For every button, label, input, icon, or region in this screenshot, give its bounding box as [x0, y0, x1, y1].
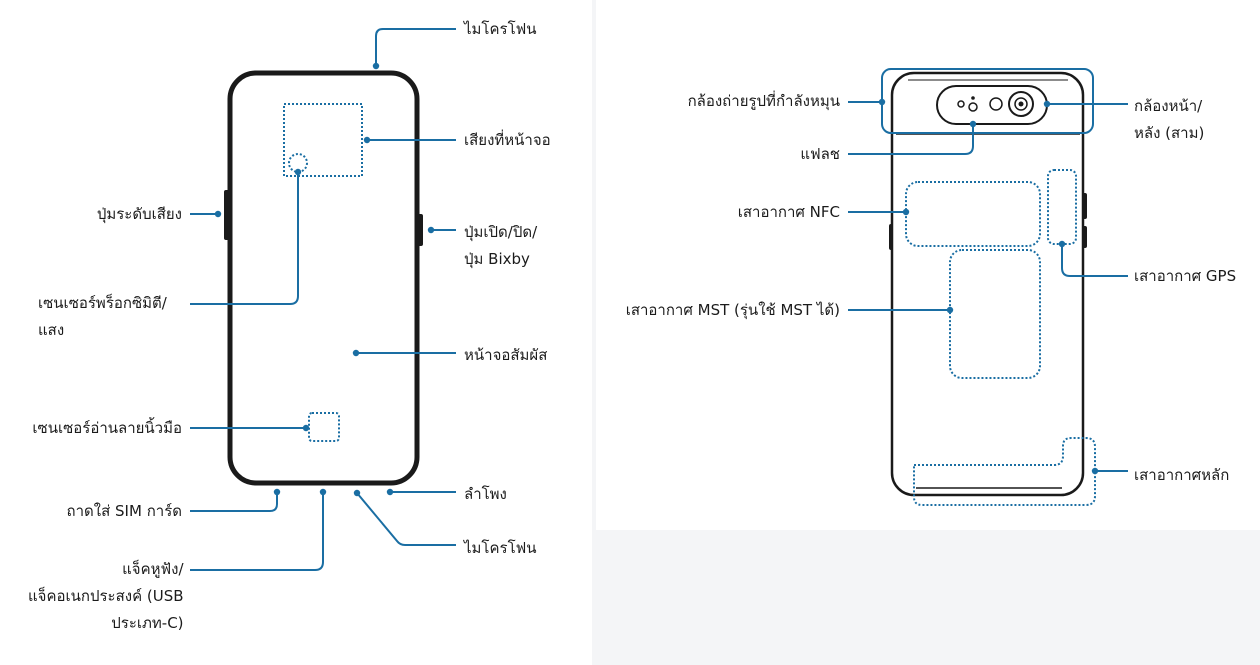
label-sim-tray: ถาดใส่ SIM การ์ด	[66, 502, 182, 520]
earpiece-area	[283, 103, 363, 177]
label-mst-antenna: เสาอากาศ MST (รุ่นใช้ MST ได้)	[625, 301, 840, 319]
leader-gps	[1061, 244, 1128, 277]
camera-module	[936, 85, 1048, 125]
leader-sim	[190, 492, 278, 512]
label-fingerprint-sensor: เซนเซอร์อ่านลายนิ้วมือ	[32, 419, 182, 437]
label-microphone-top: ไมโครโฟน	[464, 20, 537, 38]
label-proximity-sensor: เซนเซอร์พร็อกซิมิตี/ แสง	[38, 294, 167, 339]
front-phone-diagram	[190, 28, 456, 571]
leader-proximity	[190, 172, 299, 305]
phone-body-front	[227, 70, 420, 486]
main-antenna-area	[913, 437, 1096, 506]
front-view-panel: ไมโครโฟน เสียงที่หน้าจอ ปุ่มระดับเสียง ป…	[0, 0, 592, 665]
label-rotating-camera: กล้องถ่ายรูปที่กำลังหมุน	[687, 92, 840, 110]
leader-microphone-bottom	[356, 492, 456, 546]
phone-body-back	[890, 71, 1085, 497]
label-front-rear-camera: กล้องหน้า/ หลัง (สาม)	[1134, 97, 1205, 142]
mst-antenna-area	[949, 249, 1041, 379]
leader-microphone-top	[375, 28, 456, 66]
label-main-antenna: เสาอากาศหลัก	[1134, 466, 1230, 484]
label-earpiece: เสียงที่หน้าจอ	[464, 131, 551, 149]
leader-earphone-jack	[190, 492, 324, 571]
label-earphone-jack: แจ็คหูฟัง/ แจ็คอเนกประสงค์ (USB ประเภท-C…	[28, 560, 184, 632]
back-view-panel: กล้องถ่ายรูปที่กำลังหมุน กล้องหน้า/ หลัง…	[596, 0, 1260, 530]
label-speaker: ลำโพง	[464, 485, 507, 503]
fingerprint-area	[308, 412, 340, 442]
back-phone-diagram	[848, 68, 1128, 506]
label-flash: แฟลช	[800, 145, 840, 163]
proximity-sensor-area	[288, 153, 308, 173]
label-volume-key: ปุ่มระดับเสียง	[96, 205, 182, 223]
leader-flash	[848, 124, 974, 155]
label-power-key: ปุ่มเปิด/ปิด/ ปุ่ม Bixby	[464, 223, 538, 268]
label-nfc-antenna: เสาอากาศ NFC	[737, 203, 840, 221]
label-gps-antenna: เสาอากาศ GPS	[1134, 267, 1237, 285]
label-touchscreen: หน้าจอสัมผัส	[464, 346, 548, 364]
label-microphone-bottom: ไมโครโฟน	[464, 539, 537, 557]
